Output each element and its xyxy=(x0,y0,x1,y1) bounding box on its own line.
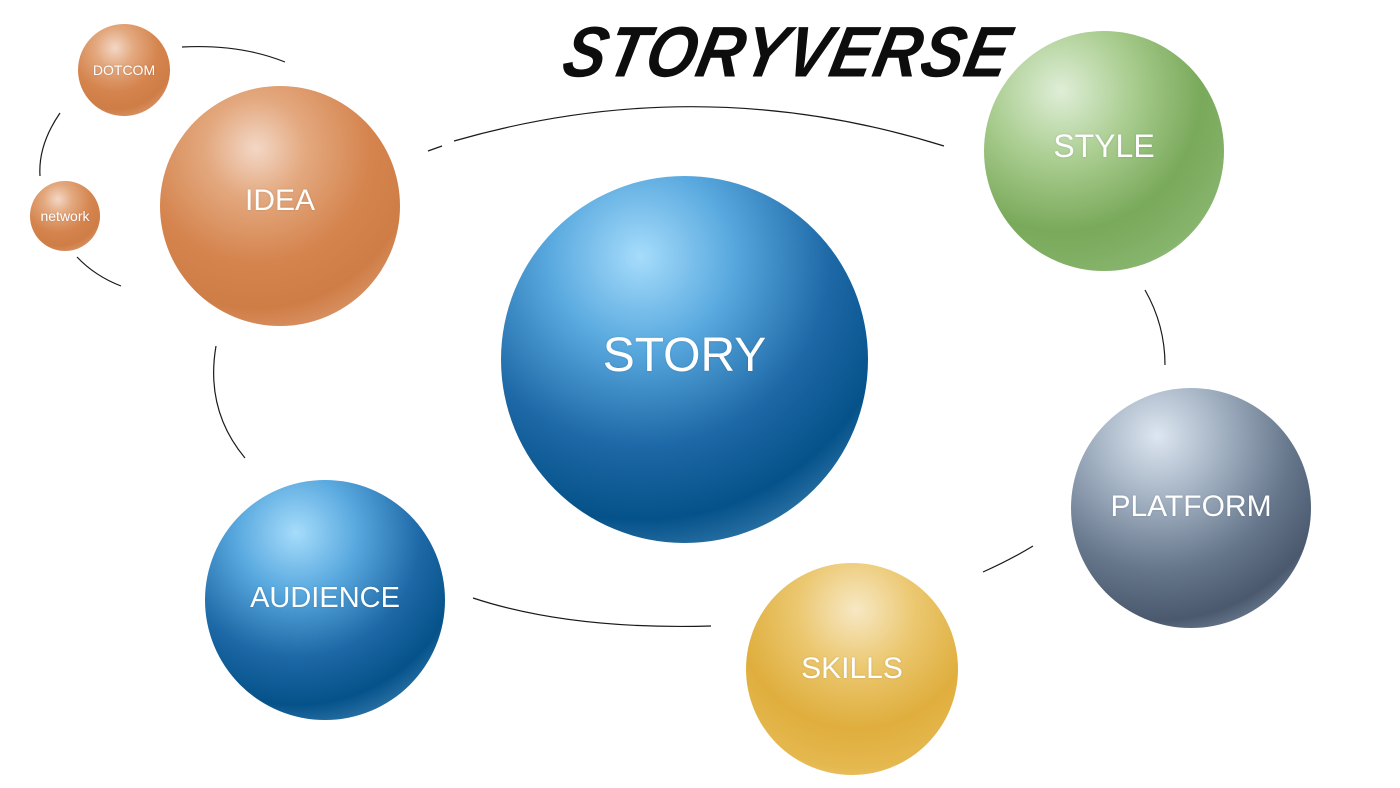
node-network: network xyxy=(30,181,100,251)
node-style: STYLE xyxy=(984,31,1224,271)
connector-network-idea xyxy=(76,256,122,287)
node-network-label: network xyxy=(40,208,90,224)
connector-idea-style xyxy=(453,106,945,147)
node-audience: AUDIENCE xyxy=(205,480,445,720)
node-dotcom-label: DOTCOM xyxy=(92,62,156,78)
node-skills: SKILLS xyxy=(746,563,958,775)
connector-dotcom-network xyxy=(39,112,61,177)
node-dotcom: DOTCOM xyxy=(78,24,170,116)
connector-idea-tick xyxy=(427,145,443,152)
node-story-label: STORY xyxy=(602,329,767,382)
node-platform: PLATFORM xyxy=(1071,388,1311,628)
connector-style-platform xyxy=(1144,289,1166,366)
node-audience-label: AUDIENCE xyxy=(250,581,400,614)
node-story: STORY xyxy=(501,176,868,543)
node-skills-label: SKILLS xyxy=(801,652,903,685)
connector-audience-skills xyxy=(472,597,712,628)
connector-skills-platform xyxy=(982,545,1034,573)
node-platform-label: PLATFORM xyxy=(1110,490,1272,523)
node-idea: IDEA xyxy=(160,86,400,326)
diagram-title: STORYVERSE xyxy=(556,11,1019,93)
connector-dotcom-idea xyxy=(181,46,286,63)
node-style-label: STYLE xyxy=(1053,127,1155,164)
connector-idea-audience xyxy=(213,345,246,459)
node-idea-label: IDEA xyxy=(244,184,316,217)
